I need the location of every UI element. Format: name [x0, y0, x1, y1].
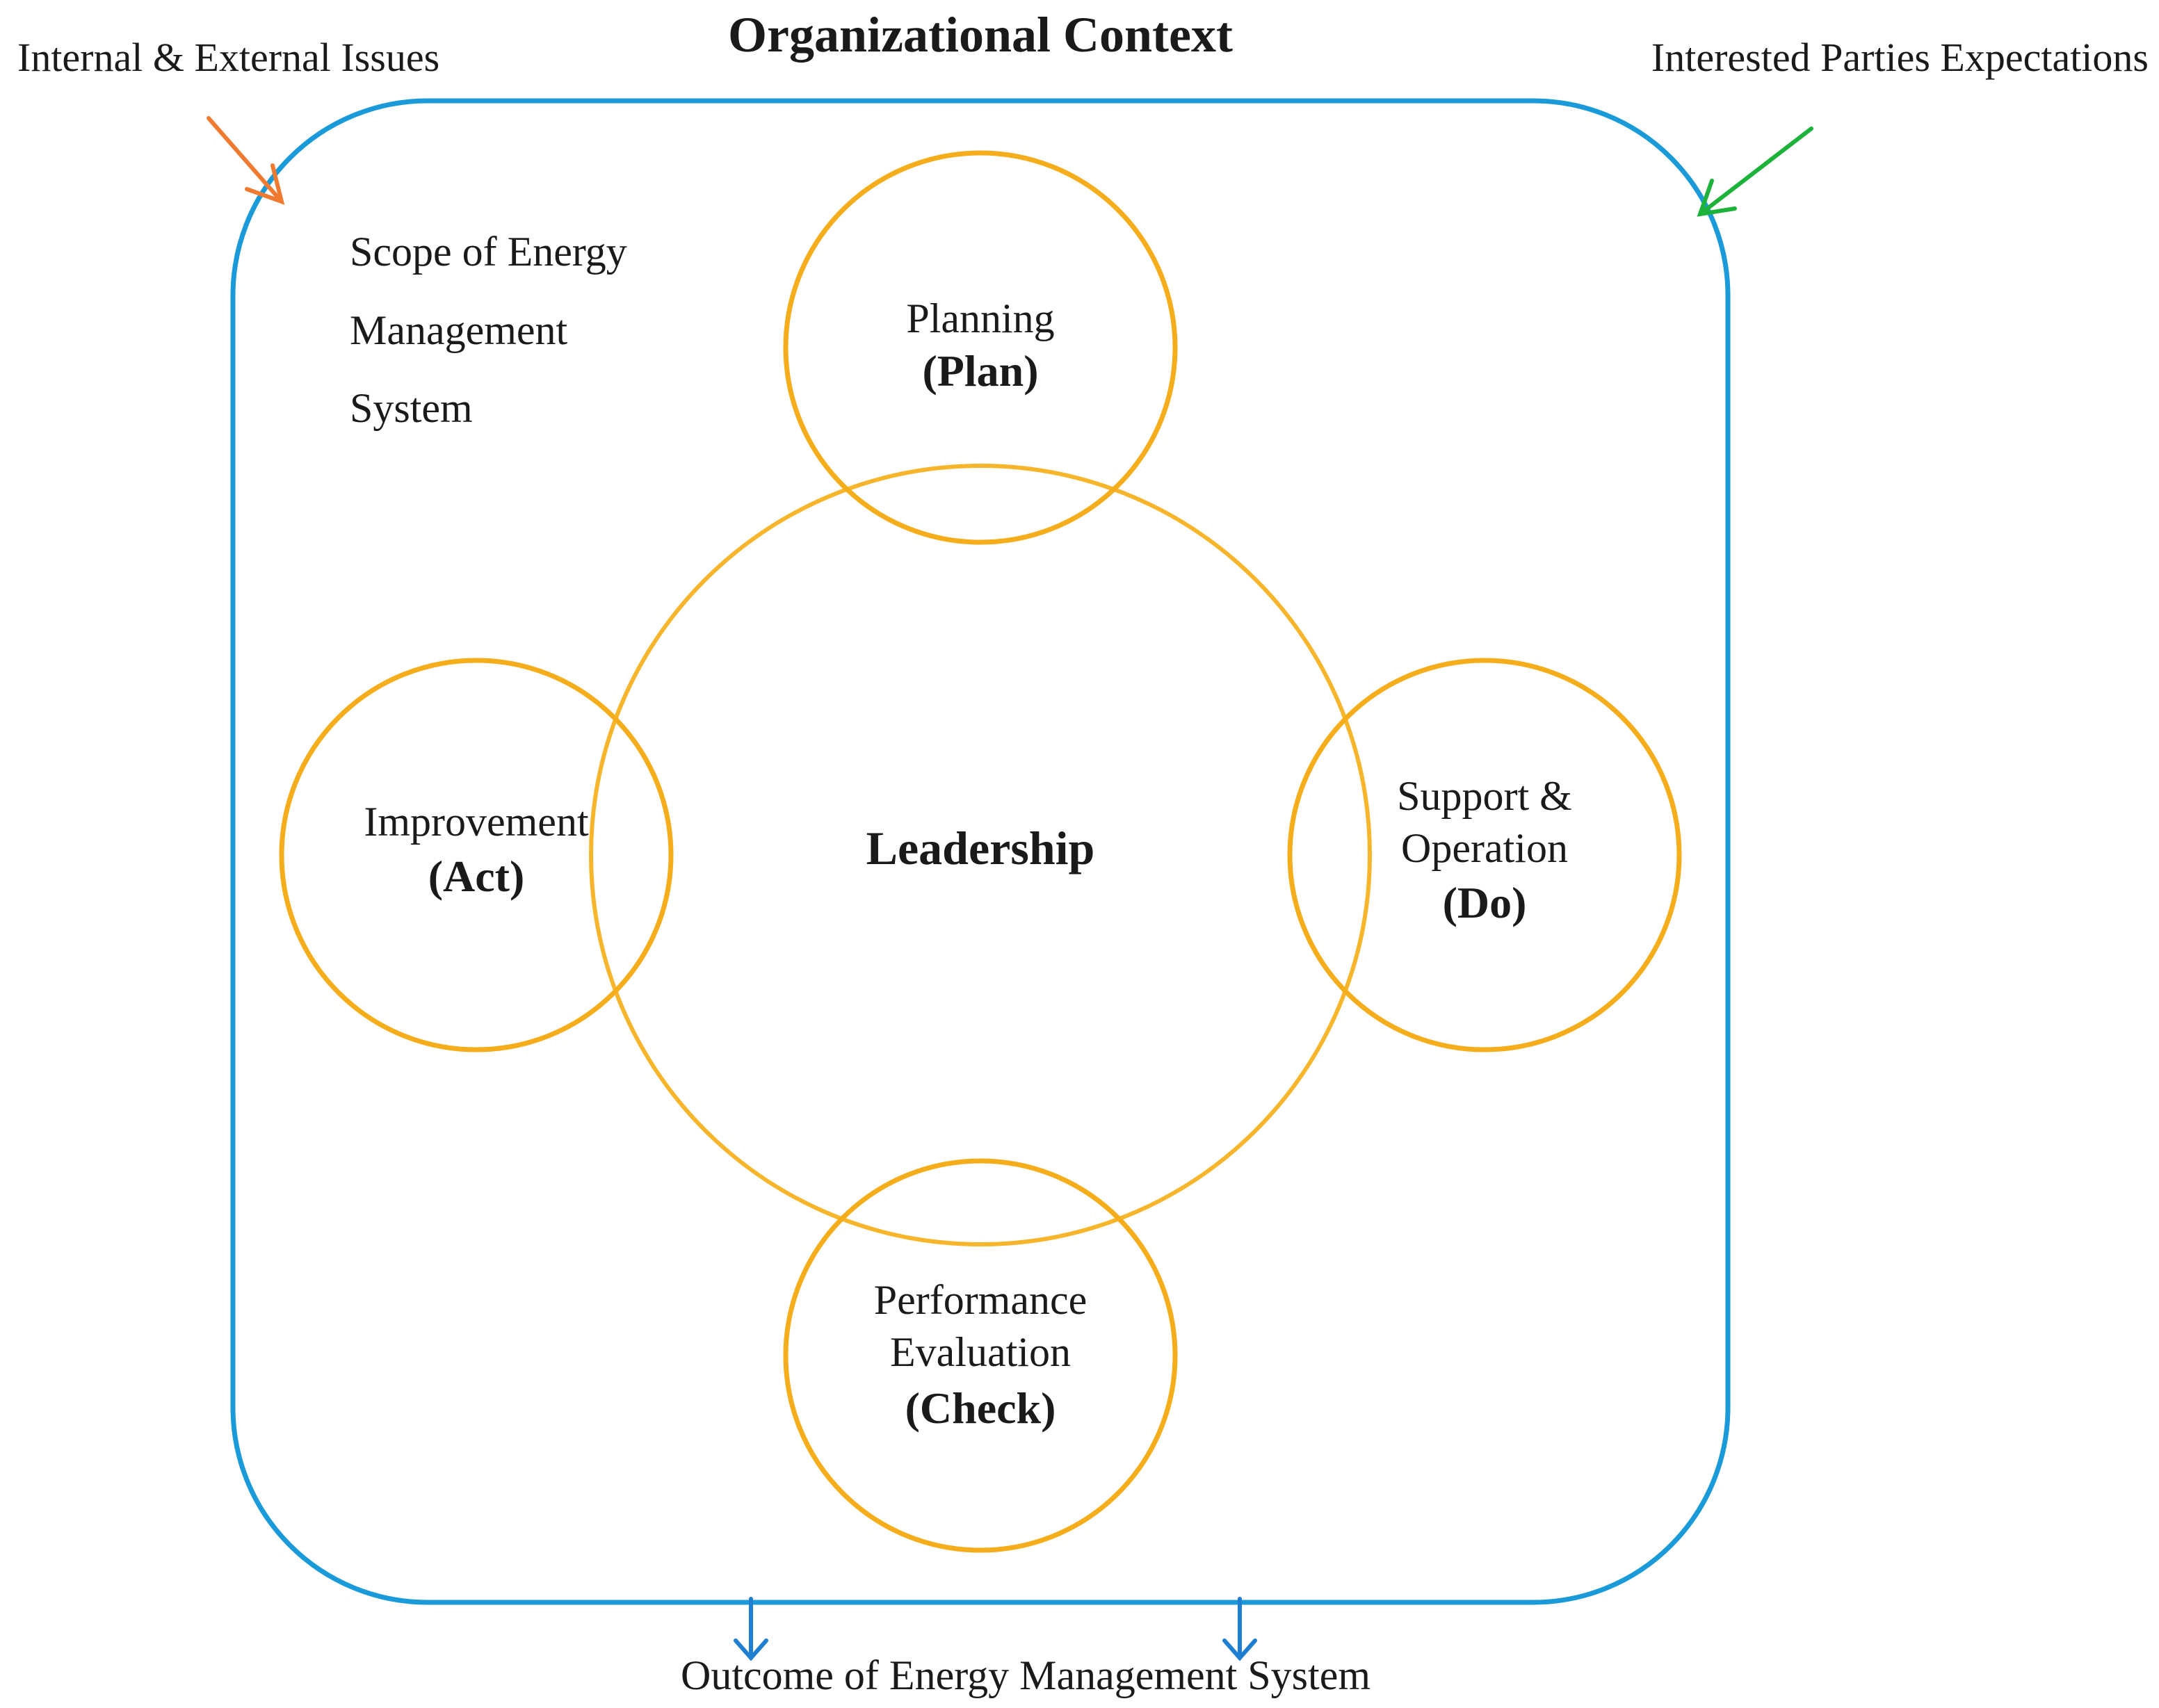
do-label-line-2: Operation: [1401, 825, 1568, 871]
leadership-label: Leadership: [866, 822, 1095, 875]
arrow-down-icon: [1222, 1597, 1257, 1661]
check-circle: [783, 1158, 1178, 1553]
act-phase-label: (Act): [428, 852, 525, 901]
arrow-down-icon: [734, 1597, 768, 1661]
check-phase-label: (Check): [905, 1383, 1056, 1433]
internal-external-issues-label: Internal & External Issues: [17, 35, 439, 80]
scope-line-1: Scope of Energy: [350, 229, 627, 275]
plan-label: Planning: [906, 295, 1054, 341]
scope-line-3: System: [350, 385, 473, 431]
leadership-circle: [589, 464, 1372, 1246]
scope-line-2: Management: [350, 307, 568, 353]
check-label-line-2: Evaluation: [890, 1329, 1071, 1375]
do-phase-label: (Do): [1443, 878, 1527, 927]
diagram-title: Organizational Context: [728, 7, 1233, 63]
arrow-down-right-icon: [207, 116, 285, 205]
do-label-line-1: Support &: [1397, 773, 1572, 819]
plan-circle: [783, 150, 1178, 545]
act-circle: [279, 658, 674, 1052]
plan-phase-label: (Plan): [922, 346, 1038, 396]
act-label: Improvement: [364, 799, 589, 845]
interested-parties-label: Interested Parties Expectations: [1651, 35, 2149, 80]
outcome-label: Outcome of Energy Management System: [681, 1652, 1370, 1698]
organizational-context-frame: [230, 98, 1731, 1605]
check-label-line-1: Performance: [874, 1277, 1087, 1323]
arrow-down-left-icon: [1697, 127, 1813, 217]
do-circle: [1287, 658, 1682, 1052]
